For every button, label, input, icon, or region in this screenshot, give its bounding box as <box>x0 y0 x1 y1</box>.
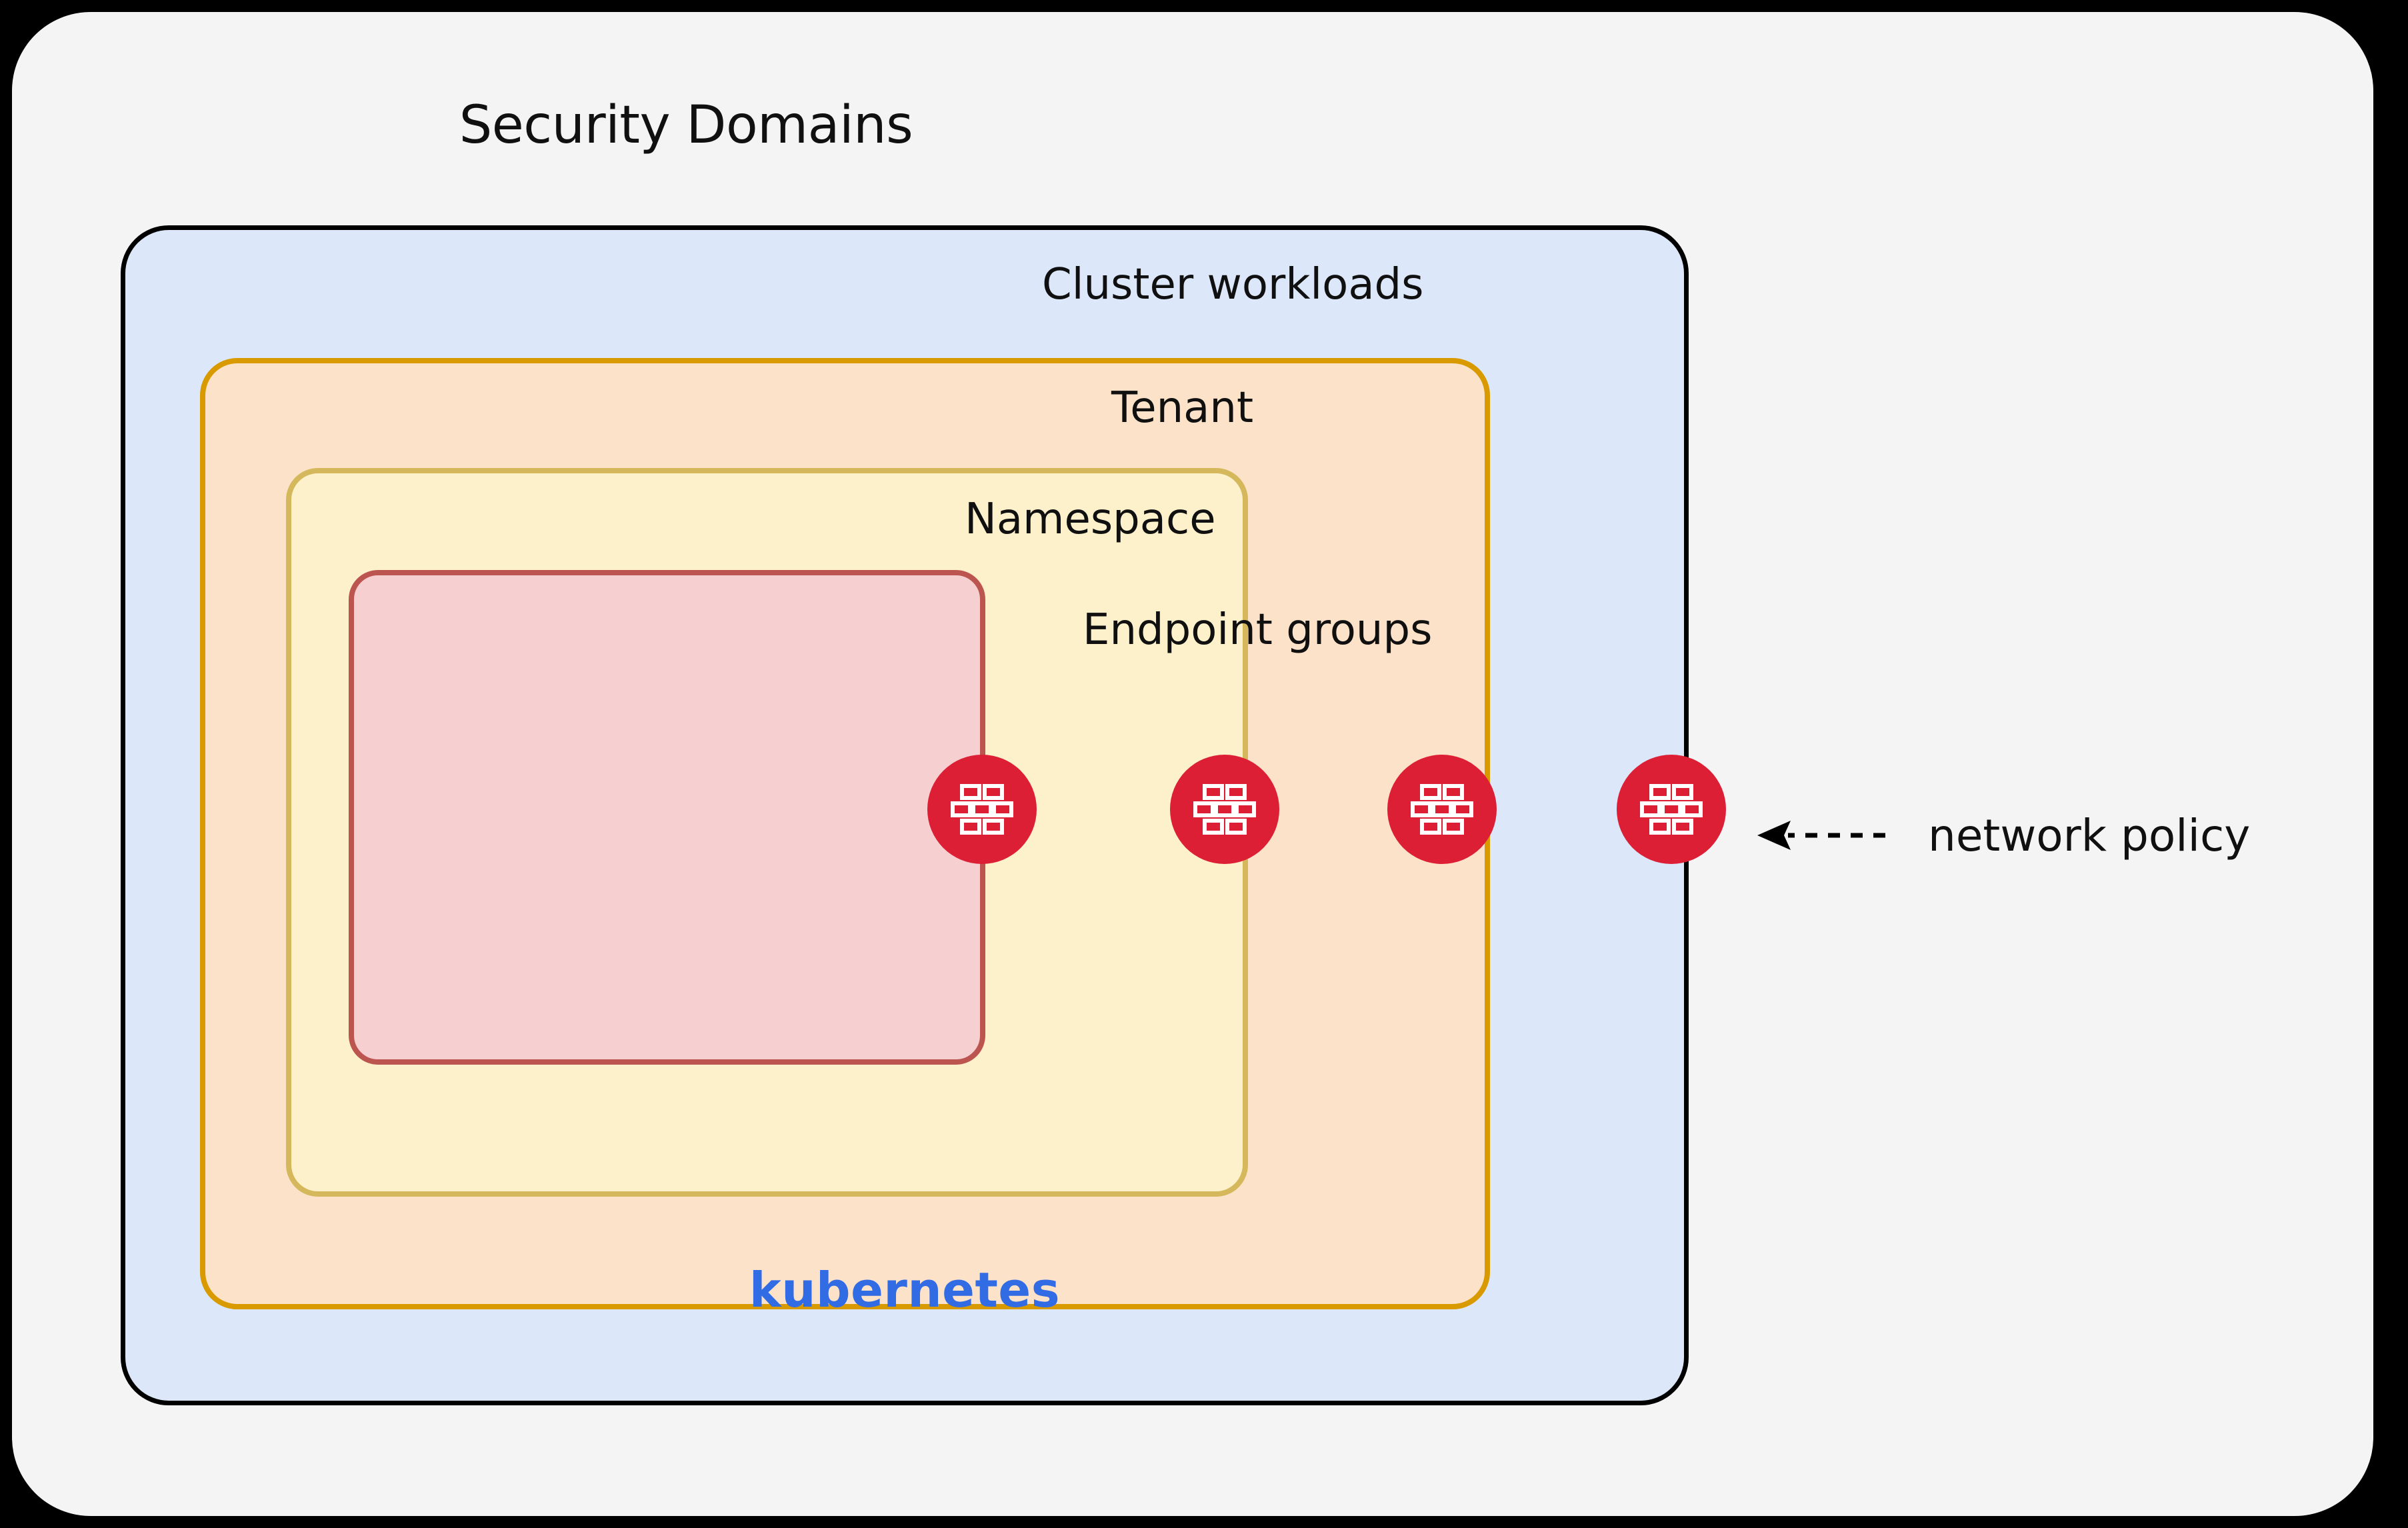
firewall-brick-wall-icon <box>1193 783 1256 835</box>
layer-cluster-workloads[interactable]: Cluster workloads Tenant Namespace Endpo… <box>121 225 1689 1405</box>
page-title: Security Domains <box>459 95 913 155</box>
layer-tenant[interactable]: Tenant Namespace Endpoint groups <box>200 358 1490 1309</box>
firewall-brick-wall-icon <box>951 783 1013 835</box>
security-domains-panel: Security Domains Cluster workloads Tenan… <box>12 12 2373 1516</box>
network-policy-annotation: network policy <box>1752 795 2250 875</box>
firewall-marker-cluster-workloads[interactable] <box>1617 755 1726 864</box>
firewall-marker-tenant[interactable] <box>1387 755 1497 864</box>
kubernetes-label: kubernetes <box>749 1262 1061 1318</box>
layer-namespace[interactable]: Namespace Endpoint groups <box>286 468 1432 1197</box>
layer-endpoint-groups[interactable]: Endpoint groups <box>349 570 1432 1065</box>
firewall-brick-wall-icon <box>1640 783 1703 835</box>
firewall-brick-wall-icon <box>1411 783 1473 835</box>
layer-label-cluster-workloads: Cluster workloads <box>1042 260 1424 309</box>
layer-label-namespace: Namespace <box>965 495 1216 544</box>
firewall-marker-namespace[interactable] <box>1170 755 1279 864</box>
layer-label-endpoint-groups: Endpoint groups <box>1083 605 1433 655</box>
network-policy-label: network policy <box>1928 809 2251 861</box>
dashed-left-arrow-icon <box>1752 815 1905 855</box>
layer-label-tenant: Tenant <box>1111 383 1254 433</box>
firewall-marker-endpoint-groups[interactable] <box>927 755 1037 864</box>
